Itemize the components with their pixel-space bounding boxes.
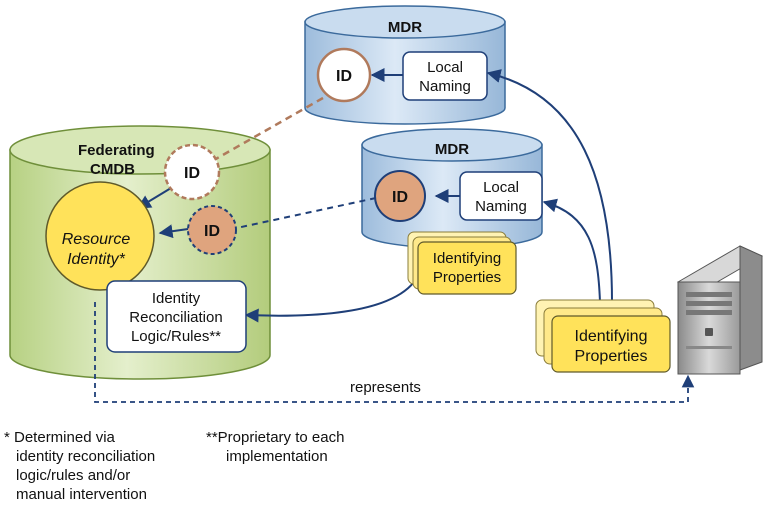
footnote-proprietary-line2: implementation xyxy=(226,448,328,465)
mdr-middle-local-naming-box xyxy=(459,171,543,221)
footnote-proprietary: **Proprietary to each implementation xyxy=(206,428,344,466)
mdr-middle-id-label: ID xyxy=(392,189,408,206)
dashed-link-top-id xyxy=(213,96,324,162)
arrow-props-to-local-naming-top xyxy=(486,69,613,303)
mdr-middle-title: MDR xyxy=(435,141,469,158)
arrow-props-to-reconciliation xyxy=(244,281,415,323)
footnote-determined-line1: * Determined via xyxy=(4,429,115,446)
cmdb-title-line2: CMDB xyxy=(90,161,135,178)
footnote-determined: * Determined via identity reconciliation… xyxy=(4,428,155,504)
dashed-link-middle-id xyxy=(231,197,377,230)
server-props-line2: Properties xyxy=(575,348,648,365)
id-label-white: ID xyxy=(184,165,200,182)
identity-reconciliation-box xyxy=(106,280,247,353)
footnote-determined-line2: identity reconciliation xyxy=(16,448,156,465)
server-props-line1: Identifying xyxy=(575,328,648,345)
id-label-orange: ID xyxy=(204,223,220,240)
mdr-top-id-circle xyxy=(316,47,372,103)
reconciliation-line1: Identity xyxy=(152,290,201,307)
cmdb-title-line1: Federating xyxy=(78,142,155,159)
mdr-top-title: MDR xyxy=(388,19,422,36)
server-icon xyxy=(676,245,764,375)
represents-label: represents xyxy=(350,379,421,396)
mdr-props-line1: Identifying xyxy=(433,250,501,267)
footnote-determined-line4: manual intervention xyxy=(16,486,147,503)
footnote-proprietary-line1: **Proprietary to each xyxy=(206,429,345,446)
mdr-top-local-naming-line2: Naming xyxy=(419,78,471,95)
mdr-middle-id-circle xyxy=(374,170,426,222)
resource-identity-line2: Identity* xyxy=(67,251,126,268)
reconciliation-line2: Reconciliation xyxy=(129,309,222,326)
reconciliation-line3: Logic/Rules** xyxy=(131,328,221,345)
footnote-determined-line3: logic/rules and/or xyxy=(16,467,131,484)
mdr-middle-local-naming-line1: Local xyxy=(483,179,519,196)
mdr-middle-local-naming-line2: Naming xyxy=(475,198,527,215)
mdr-props-line2: Properties xyxy=(433,269,501,286)
id-circle-orange-dashed xyxy=(187,205,237,255)
mdr-top-local-naming-box xyxy=(402,51,488,101)
resource-identity-circle xyxy=(45,181,155,291)
resource-identity-line1: Resource xyxy=(62,231,131,248)
mdr-top-id-label: ID xyxy=(336,68,352,85)
mdr-identifying-properties-stack xyxy=(407,231,517,295)
arrow-props-to-local-naming-middle xyxy=(542,198,601,303)
represents-connector xyxy=(94,302,695,403)
arrow-id-orange-to-identity xyxy=(158,224,189,239)
server-identifying-properties-stack xyxy=(535,299,671,373)
mdr-top-local-naming-line1: Local xyxy=(427,59,463,76)
id-circle-white-dashed xyxy=(163,143,221,201)
